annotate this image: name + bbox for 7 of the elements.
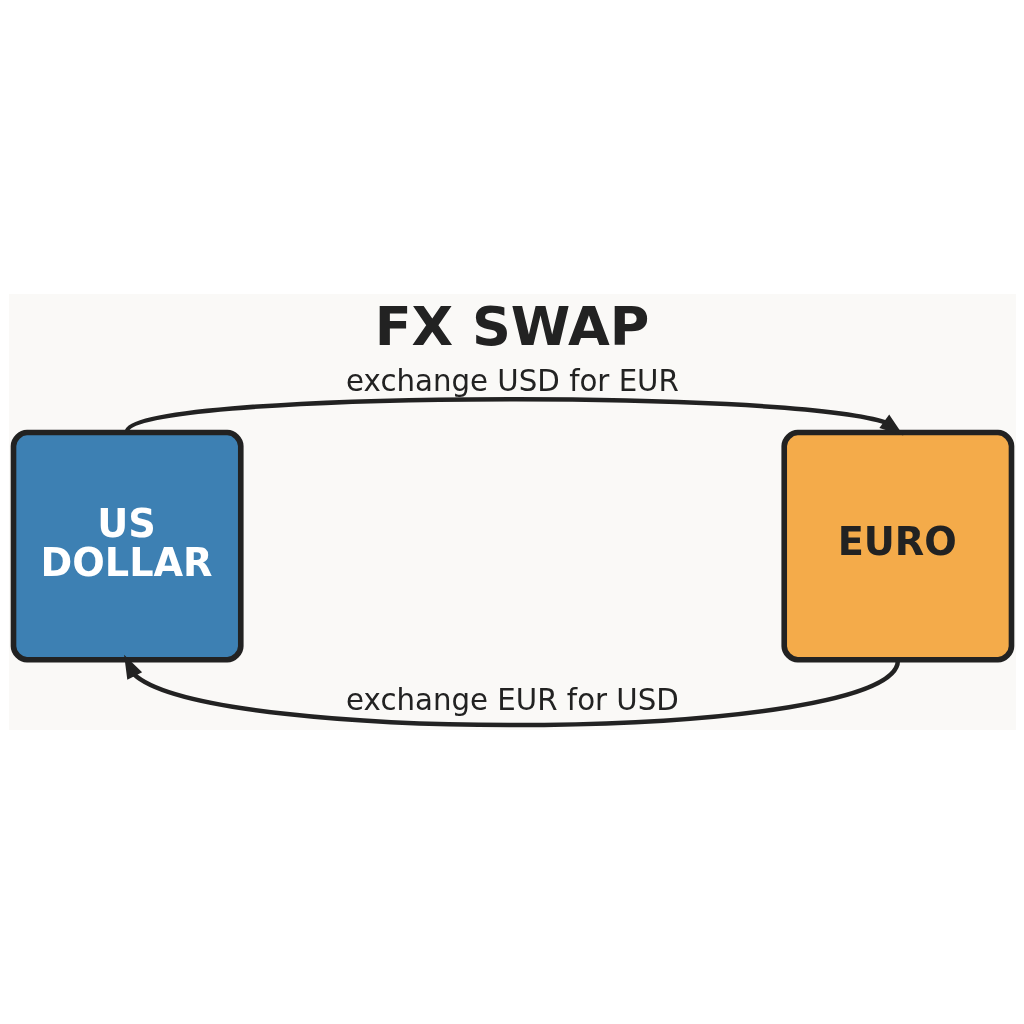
arrow [123,654,900,728]
node-box: US DOLLAR [10,429,244,663]
edge-label: exchange USD for EUR [345,363,679,398]
node-box: EURO [780,429,1014,663]
arrow [125,397,903,436]
edge-label: exchange EUR for USD [345,683,679,718]
diagram-title: FX SWAP [374,295,649,359]
